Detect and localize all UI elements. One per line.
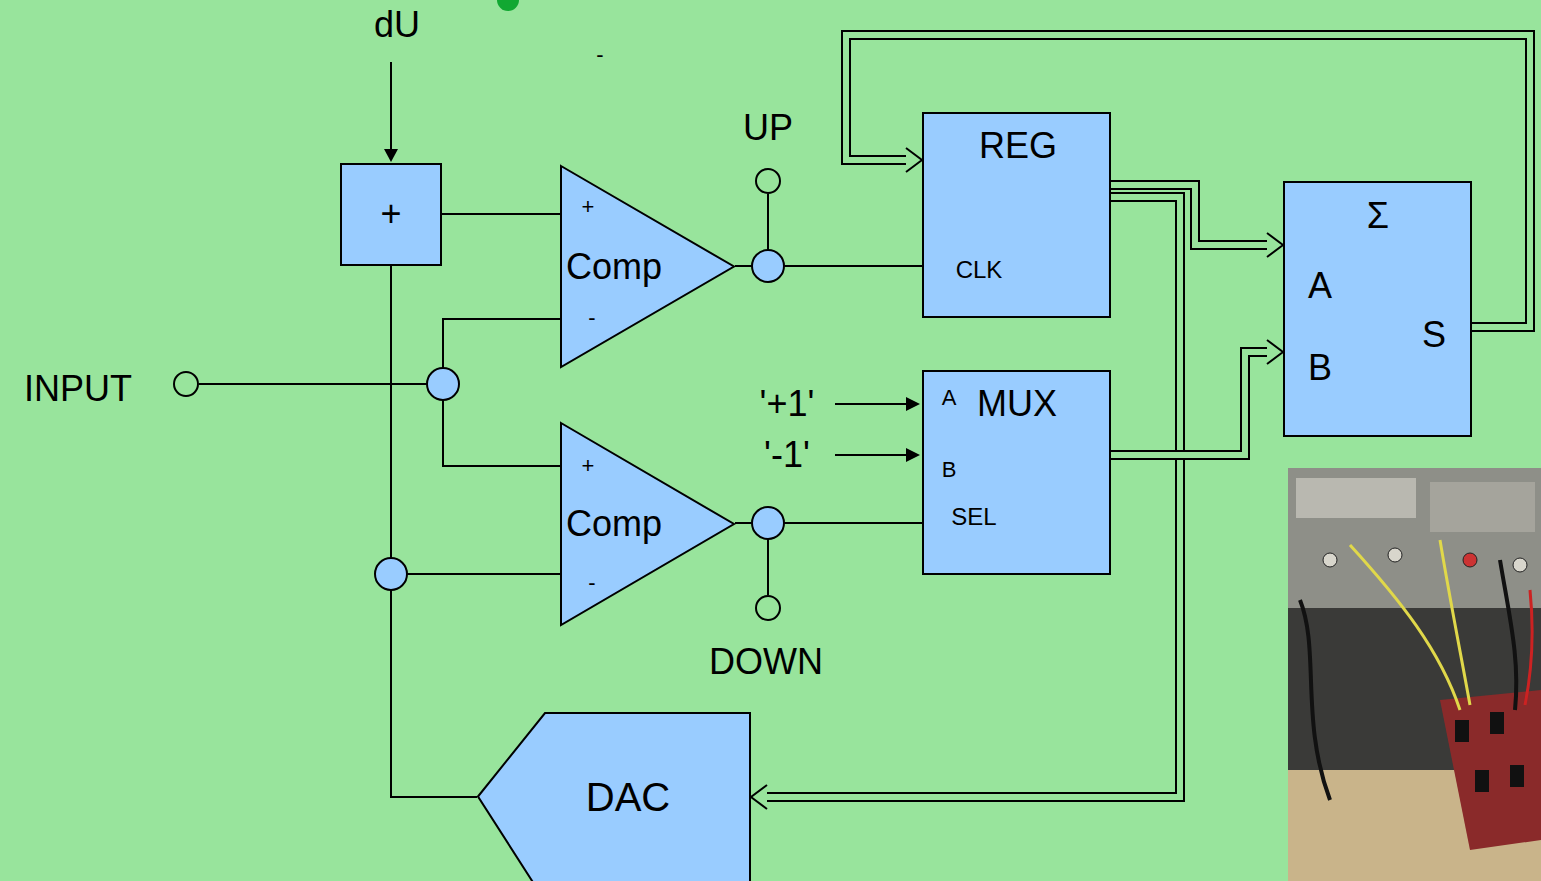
node-label: + [582, 455, 595, 477]
arrow-head [906, 448, 920, 462]
node-label: - [588, 307, 595, 329]
adder-box: + [340, 163, 442, 266]
signal-name: '-1' [764, 437, 810, 473]
wire [1500, 560, 1516, 710]
arrow-head [1267, 233, 1283, 257]
lab-photo [1288, 468, 1541, 881]
junction-dot [375, 558, 407, 590]
wire-line [391, 266, 477, 797]
wire [1525, 590, 1532, 705]
socket [1513, 558, 1527, 572]
node-label: Σ [1367, 198, 1389, 234]
wire-line [199, 384, 560, 466]
shape-outline [478, 713, 750, 881]
shape-outline [561, 423, 734, 625]
shape-outline [561, 166, 734, 367]
arrow-head [384, 149, 398, 162]
node-label: DOWN [709, 644, 823, 680]
node-label: A [942, 387, 957, 409]
node-label: A [1308, 268, 1332, 304]
node-label: INPUT [24, 371, 132, 407]
node-label: DAC [586, 777, 670, 817]
wire-line [199, 319, 560, 384]
chip [1510, 765, 1524, 787]
node-label: CLK [956, 258, 1003, 282]
wire [1440, 540, 1470, 705]
node-label: - [588, 572, 595, 594]
bus-outline [1111, 352, 1269, 455]
socket [1323, 553, 1337, 567]
node-label: Comp [566, 506, 662, 542]
dac-block: DAC [477, 712, 751, 881]
photo-ground [1288, 468, 1541, 881]
node-label: S [1422, 317, 1446, 353]
sign-mark: - [596, 44, 603, 66]
wire [1300, 600, 1330, 800]
adder-box: ΣA B S [1283, 181, 1472, 437]
wire-connector [442, 214, 560, 215]
signal-name: dU [374, 7, 420, 43]
node-label: Comp [566, 249, 662, 285]
mux-box: A MUX B SEL [922, 370, 1111, 575]
wire [1350, 545, 1460, 710]
comparator: + Comp - [560, 422, 735, 626]
input-arrow [390, 62, 392, 150]
terminal-circle: INPUT [173, 371, 199, 397]
register-box: REG CLK [922, 112, 1111, 318]
terminal-circle: DOWN [755, 595, 781, 621]
comparator: + Comp - [560, 165, 735, 368]
node-label: + [582, 196, 595, 218]
node-label: B [942, 459, 957, 481]
bus-core [1111, 352, 1269, 455]
chip [1490, 712, 1504, 734]
bus-connector [1111, 340, 1283, 455]
node-label: MUX [977, 386, 1057, 422]
wire-line [442, 213, 560, 215]
node-label: SEL [951, 505, 996, 529]
arrow-head [751, 785, 767, 809]
socket [1388, 548, 1402, 562]
node-label: B [1308, 350, 1332, 386]
terminal-circle: UP [755, 168, 781, 194]
input-arrow [835, 454, 908, 456]
wire-connector [199, 384, 560, 466]
arrow-head [1267, 340, 1283, 364]
signal-name: '+1' [760, 386, 815, 422]
chip [1455, 720, 1469, 742]
socket [1463, 553, 1477, 567]
green-dot [497, 0, 519, 11]
instrument-face [1296, 478, 1416, 518]
wire-connector [391, 266, 477, 797]
junction-dot [427, 368, 459, 400]
node-label: + [380, 196, 401, 232]
circuit-board [1440, 690, 1541, 850]
node-label: REG [979, 128, 1057, 164]
wire-connector [199, 319, 560, 384]
node-label: UP [743, 110, 793, 146]
arrow-head [906, 397, 920, 411]
instrument-face [1430, 482, 1535, 532]
chip [1475, 770, 1489, 792]
junction-dot [752, 250, 784, 282]
junction-dot [752, 507, 784, 539]
arrow-head [906, 148, 922, 172]
input-arrow [835, 403, 908, 405]
